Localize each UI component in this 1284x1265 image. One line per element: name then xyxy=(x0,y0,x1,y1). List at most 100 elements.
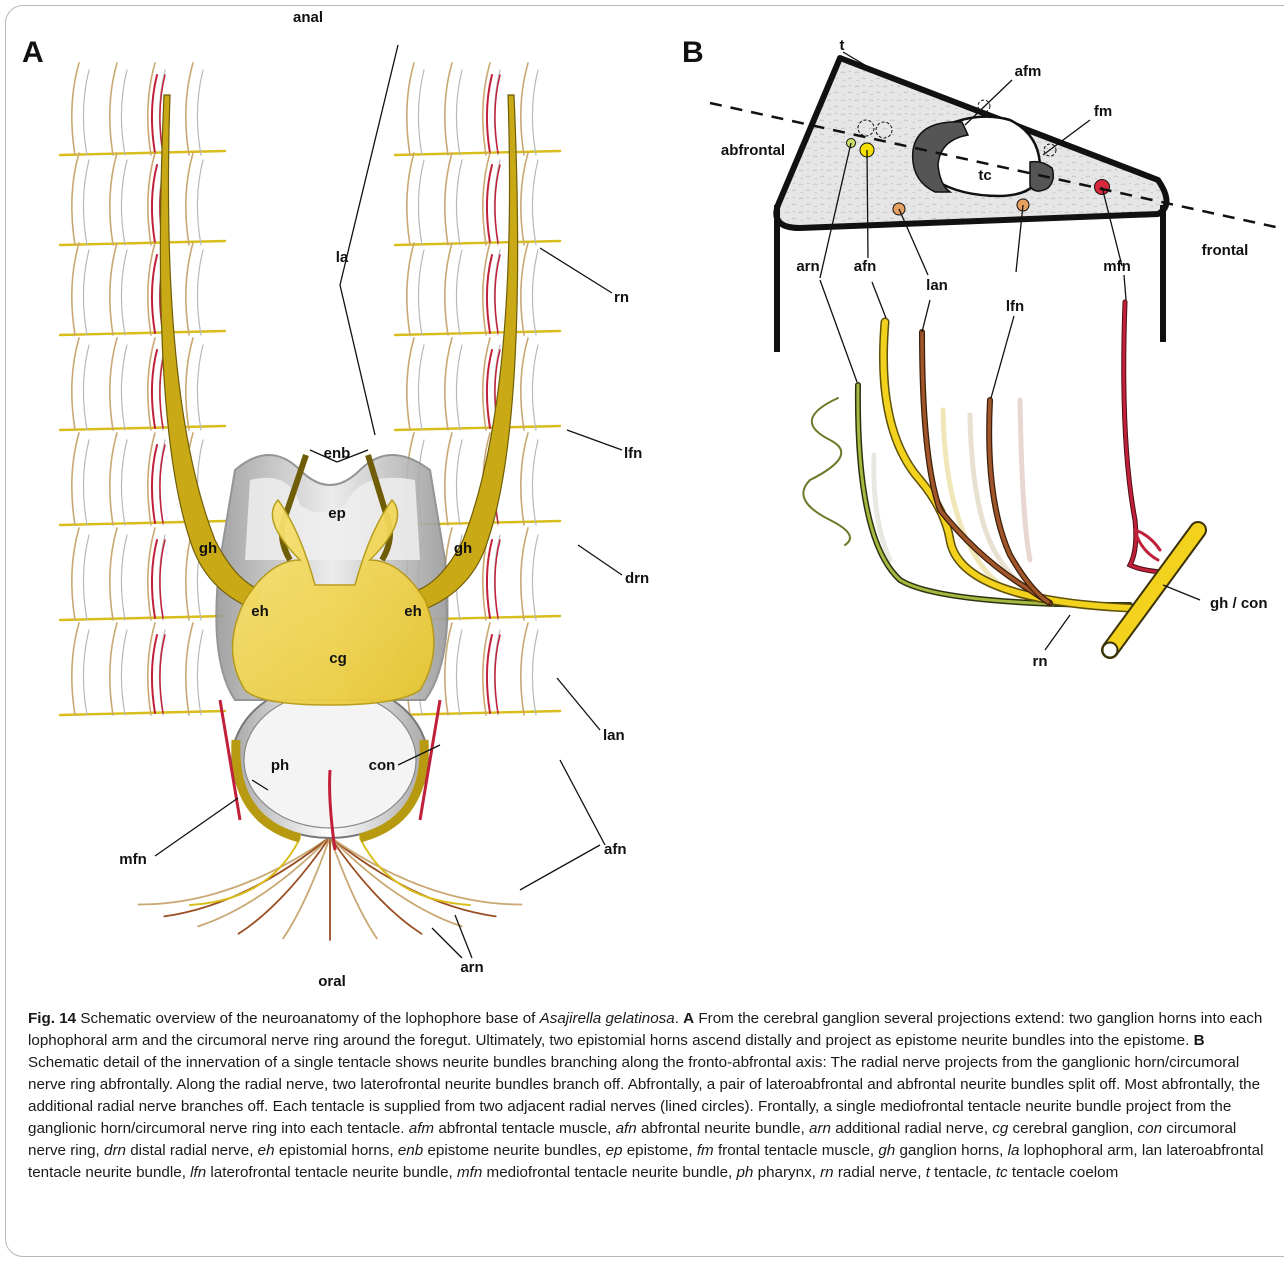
tentacle-nerve xyxy=(445,338,452,430)
tentacle-nerve xyxy=(186,63,193,155)
panel-a-letter: A xyxy=(22,36,44,69)
tentacle-nerve xyxy=(186,243,193,335)
caption-abbr: con xyxy=(1138,1120,1163,1137)
tentacle-nerve xyxy=(456,345,462,430)
tentacle-nerve xyxy=(121,250,127,335)
mediofrontal-loop xyxy=(487,165,492,243)
tentacle-nerve xyxy=(72,338,79,430)
label-lfn: lfn xyxy=(624,445,642,462)
caption-abbr: arn xyxy=(809,1120,831,1137)
mediofrontal-loop xyxy=(152,445,157,523)
label-gh-right: gh xyxy=(454,540,472,557)
mediofrontal-loop xyxy=(152,540,157,618)
caption-abbr: mfn xyxy=(457,1164,482,1181)
caption-abbr-def: abfrontal neurite bundle xyxy=(641,1120,801,1137)
caption-abbr-def: abfrontal tentacle muscle xyxy=(438,1120,607,1137)
caption-abbr-def: additional radial nerve xyxy=(835,1120,984,1137)
label-frontal: frontal xyxy=(1202,242,1249,259)
label-lan: lan xyxy=(603,727,625,744)
tentacle-nerve xyxy=(445,153,452,245)
tentacle-nerve xyxy=(521,623,528,715)
label-b-rn: rn xyxy=(1033,653,1048,670)
tentacle-nerve xyxy=(121,535,127,620)
caption-abbr: tc xyxy=(996,1164,1008,1181)
caption-abbr-def: tentacle xyxy=(934,1164,987,1181)
label-con: con xyxy=(369,757,396,774)
tentacle-nerve xyxy=(121,440,127,525)
caption-abbr: lan xyxy=(1142,1142,1162,1159)
caption-abbr: ph xyxy=(736,1164,753,1181)
tentacle-nerve xyxy=(197,345,203,430)
label-t: t xyxy=(840,37,845,54)
tentacle-nerve xyxy=(532,160,538,245)
tentacle-nerve xyxy=(72,153,79,245)
caption-species: Asajirella gelatinosa xyxy=(540,1010,675,1027)
tentacle-nerve xyxy=(197,630,203,715)
tentacle-nerve xyxy=(83,70,89,155)
label-enb: enb xyxy=(324,445,351,462)
mediofrontal-loop xyxy=(487,255,492,333)
tentacle-nerve xyxy=(186,623,193,715)
tentacle-nerve xyxy=(532,440,538,525)
tentacle-nerve xyxy=(121,70,127,155)
caption-abbr-def: epistome neurite bundles xyxy=(427,1142,597,1159)
caption-abbr: ep xyxy=(606,1142,623,1159)
caption-abbr-def: lophophoral arm xyxy=(1024,1142,1134,1159)
tentacle-nerve xyxy=(532,345,538,430)
tentacle-nerve xyxy=(445,63,452,155)
label-arn: arn xyxy=(460,959,483,976)
caption-abbr-def: radial nerve xyxy=(838,1164,917,1181)
caption-abbr: la xyxy=(1008,1142,1020,1159)
label-ep: ep xyxy=(328,505,346,522)
tentacle-nerve xyxy=(83,345,89,430)
caption-abbr-def: frontal tentacle muscle xyxy=(718,1142,870,1159)
tentacle-nerve xyxy=(186,338,193,430)
tentacle-nerve-strands xyxy=(803,302,1160,608)
tentacle-nerve xyxy=(110,338,117,430)
tentacle-nerve xyxy=(532,535,538,620)
label-ph: ph xyxy=(271,757,289,774)
caption-abbr-def: distal radial nerve xyxy=(130,1142,249,1159)
mediofrontal-loop xyxy=(487,75,492,153)
tentacle-nerve xyxy=(186,153,193,245)
tentacle-nerve xyxy=(418,345,424,430)
tentacle-nerve xyxy=(121,630,127,715)
tentacle-nerve xyxy=(83,630,89,715)
mediofrontal-loop xyxy=(495,635,500,713)
tentacle-nerve xyxy=(456,630,462,715)
tentacle-nerve xyxy=(110,63,117,155)
tentacle-nerve xyxy=(418,160,424,245)
tentacle-nerve xyxy=(521,243,528,335)
tentacle-nerve xyxy=(72,528,79,620)
caption-abbr-def: mediofrontal tentacle neurite bundle xyxy=(487,1164,728,1181)
tentacle-nerve xyxy=(521,153,528,245)
caption-abbr: drn xyxy=(104,1142,126,1159)
label-mfn: mfn xyxy=(119,851,147,868)
caption-abbr-def: epistomial horns xyxy=(279,1142,390,1159)
tentacle-nerve xyxy=(72,243,79,335)
label-b-lfn: lfn xyxy=(1006,298,1024,315)
tentacle-nerve xyxy=(407,153,414,245)
tentacle-nerve xyxy=(418,70,424,155)
mediofrontal-loop xyxy=(487,635,492,713)
tentacle-nerve xyxy=(72,623,79,715)
label-fm: fm xyxy=(1094,103,1112,120)
mediofrontal-loop xyxy=(152,255,157,333)
caption-abbr-def: tentacle coelom xyxy=(1012,1164,1118,1181)
tentacle-nerve xyxy=(72,433,79,525)
tentacle-nerve xyxy=(521,528,528,620)
tentacle-nerve xyxy=(418,250,424,335)
label-eh-left: eh xyxy=(251,603,269,620)
figure-14-diagram: A xyxy=(0,0,1284,1000)
label-b-arn: arn xyxy=(796,258,819,275)
caption-b-letter: B xyxy=(1194,1032,1205,1049)
tentacle-nerve xyxy=(407,338,414,430)
caption-abbr: cg xyxy=(992,1120,1008,1137)
mediofrontal-loop xyxy=(495,255,500,333)
tentacle-nerve xyxy=(110,153,117,245)
caption-abbr: t xyxy=(926,1164,930,1181)
caption-abbr-def: pharynx xyxy=(758,1164,812,1181)
caption-abbr-def: epistome xyxy=(627,1142,689,1159)
tentacle-nerve xyxy=(83,535,89,620)
mediofrontal-loop xyxy=(152,75,157,153)
